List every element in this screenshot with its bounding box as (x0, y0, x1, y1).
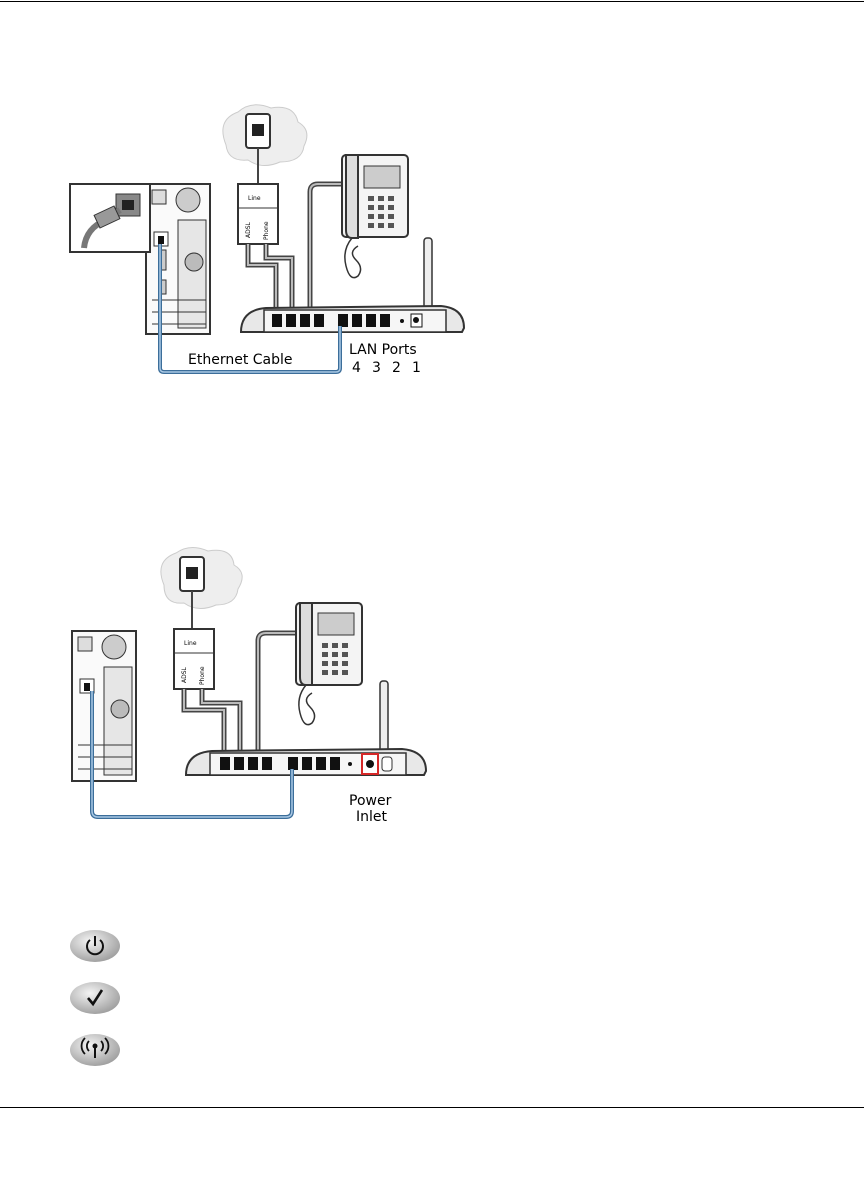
splitter-line-label: Line (184, 640, 197, 647)
telephone (258, 603, 362, 757)
telephone (310, 155, 408, 315)
splitter-line-label: Line (248, 195, 261, 202)
power-led-indicator (68, 928, 122, 964)
splitter-phone-label: Phone (263, 221, 270, 240)
lan-ports-label: LAN Ports (349, 342, 417, 358)
wall-jack (161, 547, 242, 608)
router (186, 749, 426, 775)
footer-rule (0, 1107, 864, 1108)
adsl-splitter: Line ADSL Phone (174, 629, 214, 689)
diagram-power-svg: Line ADSL Phone (66, 545, 446, 835)
diagram-ethernet-svg: Line ADSL Phone (66, 100, 476, 400)
wireless-icon (68, 1032, 122, 1068)
connection-diagram-ethernet: Line ADSL Phone (66, 100, 476, 400)
router (241, 306, 464, 332)
wireless-led-indicator (68, 1032, 122, 1068)
port-number-1: 1 (412, 360, 421, 376)
computer-tower (146, 184, 210, 334)
wall-jack (223, 105, 307, 166)
power-icon (68, 928, 122, 964)
splitter-phone-label: Phone (199, 666, 206, 685)
adsl-splitter: Line ADSL Phone (238, 184, 278, 244)
power-inlet-label-line1: Power (349, 793, 392, 809)
ethernet-cable-label: Ethernet Cable (188, 352, 293, 368)
ethernet-plug-inset (70, 184, 150, 252)
connection-diagram-power: Line ADSL Phone (66, 545, 446, 835)
power-inlet-label-line2: Inlet (356, 809, 388, 825)
computer-tower (72, 631, 136, 781)
port-number-2: 2 (392, 360, 401, 376)
port-number-4: 4 (352, 360, 361, 376)
checkmark-icon (68, 980, 122, 1016)
test-led-indicator (68, 980, 122, 1016)
splitter-adsl-label: ADSL (181, 666, 188, 683)
header-rule (0, 1, 864, 2)
splitter-adsl-label: ADSL (245, 221, 252, 238)
port-number-3: 3 (372, 360, 381, 376)
power-inlet (362, 754, 378, 774)
